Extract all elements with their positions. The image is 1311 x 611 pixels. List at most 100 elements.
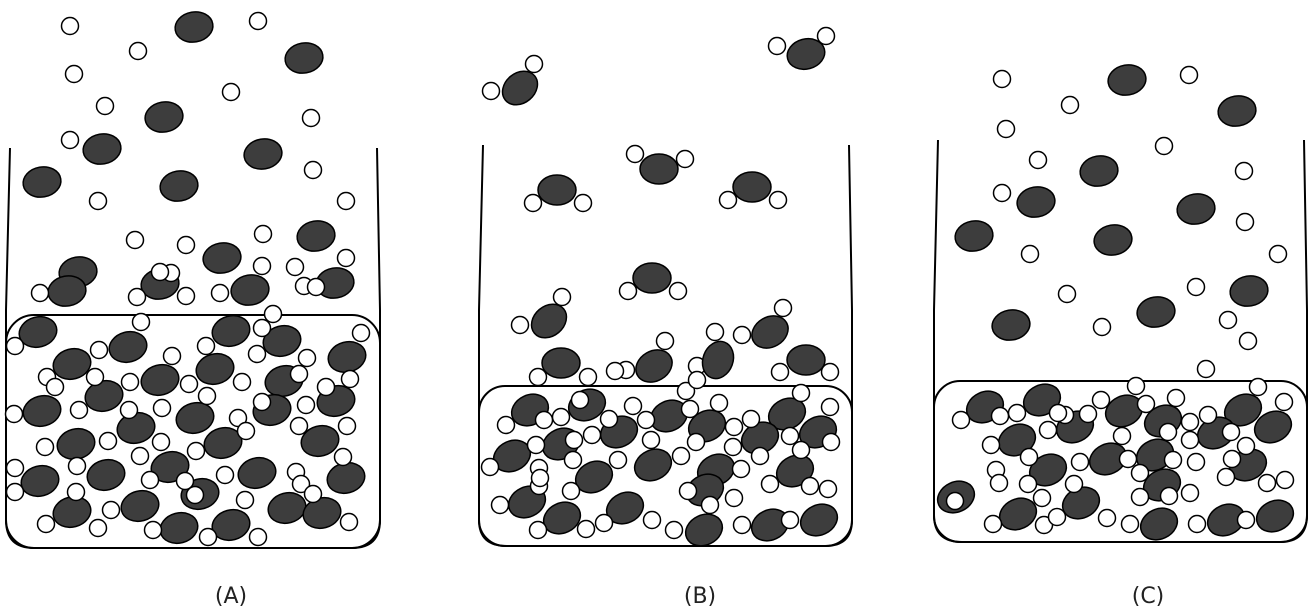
light-particle	[1112, 426, 1132, 446]
light-particle	[821, 432, 841, 452]
dark-particle	[20, 464, 60, 498]
light-particle	[30, 283, 50, 303]
light-particle	[992, 69, 1012, 89]
light-particle	[800, 476, 820, 496]
light-particle	[247, 344, 267, 364]
light-particle	[563, 450, 583, 470]
light-particle	[66, 482, 86, 502]
light-particle	[215, 465, 235, 485]
light-particle	[210, 283, 230, 303]
light-particle	[1236, 510, 1256, 530]
light-particle	[1019, 447, 1039, 467]
light-particle	[1222, 449, 1242, 469]
particle-group	[480, 26, 841, 547]
light-particle	[951, 410, 971, 430]
light-particle	[297, 348, 317, 368]
dark-particle	[211, 314, 251, 348]
light-particle	[573, 193, 593, 213]
light-particle	[95, 96, 115, 116]
light-particle	[668, 281, 688, 301]
dark-particle	[120, 489, 160, 523]
light-particle	[678, 481, 698, 501]
light-particle	[780, 426, 800, 446]
dark-particle	[175, 401, 215, 435]
light-particle	[143, 520, 163, 540]
light-particle	[248, 527, 268, 547]
light-particle	[1238, 331, 1258, 351]
light-particle	[490, 495, 510, 515]
light-particle	[741, 409, 761, 429]
light-particle	[120, 372, 140, 392]
light-particle	[235, 490, 255, 510]
dark-particle	[751, 315, 789, 349]
light-particle	[481, 81, 501, 101]
light-particle	[768, 190, 788, 210]
light-particle	[236, 421, 256, 441]
light-particle	[773, 298, 793, 318]
light-particle	[530, 468, 550, 488]
light-particle	[306, 277, 326, 297]
dark-particle	[284, 42, 324, 74]
dark-particle	[52, 347, 92, 381]
light-particle	[1179, 65, 1199, 85]
light-particle	[1180, 483, 1200, 503]
light-particle	[680, 399, 700, 419]
light-particle	[1032, 488, 1052, 508]
dark-particle	[159, 511, 199, 545]
dark-particle	[82, 133, 122, 165]
light-particle	[526, 435, 546, 455]
dark-particle	[1255, 499, 1295, 533]
light-particle	[641, 430, 661, 450]
light-particle	[981, 435, 1001, 455]
light-particle	[636, 410, 656, 430]
light-particle	[98, 431, 118, 451]
light-particle	[339, 512, 359, 532]
light-particle	[289, 416, 309, 436]
light-particle	[101, 500, 121, 520]
panel-label-b: (B)	[684, 584, 716, 609]
dark-particle	[237, 456, 277, 490]
light-particle	[1078, 404, 1098, 424]
light-particle	[818, 479, 838, 499]
light-particle	[1186, 277, 1206, 297]
light-particle	[528, 367, 548, 387]
light-particle	[1159, 486, 1179, 506]
light-particle	[1038, 420, 1058, 440]
light-particle	[196, 336, 216, 356]
light-particle	[1236, 436, 1256, 456]
light-particle	[1248, 377, 1268, 397]
light-particle	[576, 519, 596, 539]
light-particle	[816, 26, 836, 46]
light-particle	[992, 183, 1012, 203]
light-particle	[252, 318, 272, 338]
light-particle	[351, 323, 371, 343]
light-particle	[5, 458, 25, 478]
dark-particle	[300, 424, 340, 458]
dark-particle	[701, 340, 735, 380]
light-particle	[1136, 394, 1156, 414]
light-particle	[248, 11, 268, 31]
liquid-region	[478, 385, 853, 547]
light-particle	[88, 518, 108, 538]
light-particle	[69, 400, 89, 420]
light-particle	[179, 374, 199, 394]
light-particle	[1180, 412, 1200, 432]
light-particle	[496, 415, 516, 435]
light-particle	[1187, 514, 1207, 534]
light-particle	[252, 392, 272, 412]
light-particle	[1070, 452, 1090, 472]
dark-particle	[22, 166, 62, 198]
light-particle	[1057, 284, 1077, 304]
light-particle	[1007, 403, 1027, 423]
light-particle	[582, 425, 602, 445]
light-particle	[1234, 161, 1254, 181]
light-particle	[732, 325, 752, 345]
light-particle	[150, 262, 170, 282]
light-particle	[686, 432, 706, 452]
light-particle	[1216, 467, 1236, 487]
dark-particle	[732, 171, 772, 203]
light-particle	[945, 491, 965, 511]
dark-particle	[799, 503, 839, 537]
light-particle	[724, 488, 744, 508]
dark-particle	[140, 363, 180, 397]
